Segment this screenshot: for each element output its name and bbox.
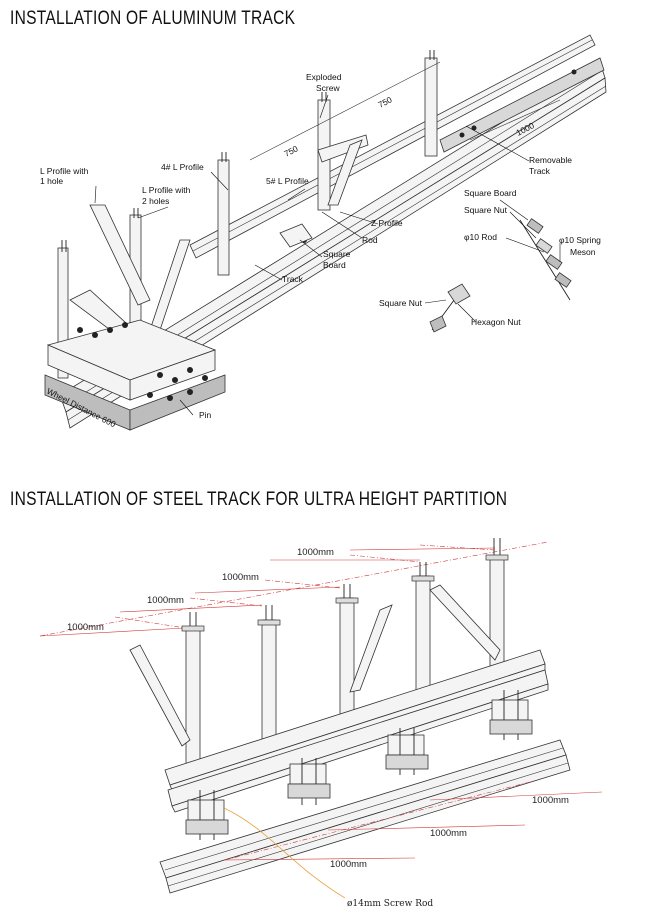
dim-bottom-3: 1000mm [330, 859, 367, 870]
label-pin: Pin [199, 410, 212, 420]
dim-bottom-2: 1000mm [430, 828, 467, 839]
label-screw-rod: ø14mm Screw Rod [347, 899, 433, 909]
steel-post-4 [415, 575, 431, 702]
dim-750-a: 750 [282, 143, 299, 158]
aluminum-track-title: INSTALLATION OF ALUMINUM TRACK [10, 8, 296, 29]
hanger-3 [217, 159, 230, 276]
steel-track-title: INSTALLATION OF STEEL TRACK FOR ULTRA HE… [10, 489, 508, 510]
dim-top-2: 1000mm [222, 572, 259, 583]
label-rod10: φ10 Rod [464, 232, 497, 242]
square-board-plate [279, 223, 313, 248]
label-l-profile-1hole-2: 1 hole [40, 176, 63, 186]
aluminum-track-drawing: 750 750 1000 [40, 34, 607, 431]
track-rail-lower [65, 77, 607, 429]
dim-top-1: 1000mm [297, 547, 334, 558]
label-meson: Meson [570, 247, 596, 257]
label-track: Track [282, 274, 304, 284]
hanger-5 [57, 247, 69, 379]
steel-post-3 [339, 597, 355, 719]
label-square: Square [323, 249, 351, 259]
dim-bottom-1: 1000mm [532, 795, 569, 806]
label-board: Board [323, 260, 346, 270]
label-removable: Removable [529, 155, 572, 165]
steel-track-channel-side [165, 754, 571, 894]
label-l-profile-1hole-1: L Profile with [40, 166, 89, 176]
screw-rod-leader [223, 807, 346, 899]
upper-beam [189, 34, 596, 259]
label-z-profile: Z Profile [371, 218, 403, 228]
dim-750-b: 750 [376, 94, 393, 109]
label-square-nut-2: Square Nut [379, 298, 423, 308]
label-track-removable: Track [529, 166, 551, 176]
label-square-nut-detail: Square Nut [464, 205, 508, 215]
carriage-rail-right [129, 374, 226, 431]
label-hexagon-nut: Hexagon Nut [471, 317, 521, 327]
label-spring: φ10 Spring [559, 235, 601, 245]
label-rod: Rod [362, 235, 378, 245]
dim-top-4: 1000mm [67, 622, 104, 633]
label-l-profile-2holes-1: L Profile with [142, 185, 191, 195]
steel-track-drawing: 1000mm 1000mm 1000mm 1000mm 1000mm 1000m… [39, 538, 603, 909]
label-5-l-profile: 5# L Profile [266, 176, 309, 186]
label-exploded: Exploded [306, 72, 342, 82]
rod-assembly-detail [519, 218, 572, 301]
hexagon-nut-detail [429, 283, 471, 333]
label-screw: Screw [316, 83, 340, 93]
label-l-profile-2holes-2: 2 holes [142, 196, 169, 206]
label-4-l-profile: 4# L Profile [161, 162, 204, 172]
label-square-board-detail: Square Board [464, 188, 517, 198]
dim-top-3: 1000mm [147, 595, 184, 606]
steel-post-1 [185, 627, 201, 774]
removable-track-segment [439, 57, 605, 153]
hanger-1 [424, 57, 438, 157]
